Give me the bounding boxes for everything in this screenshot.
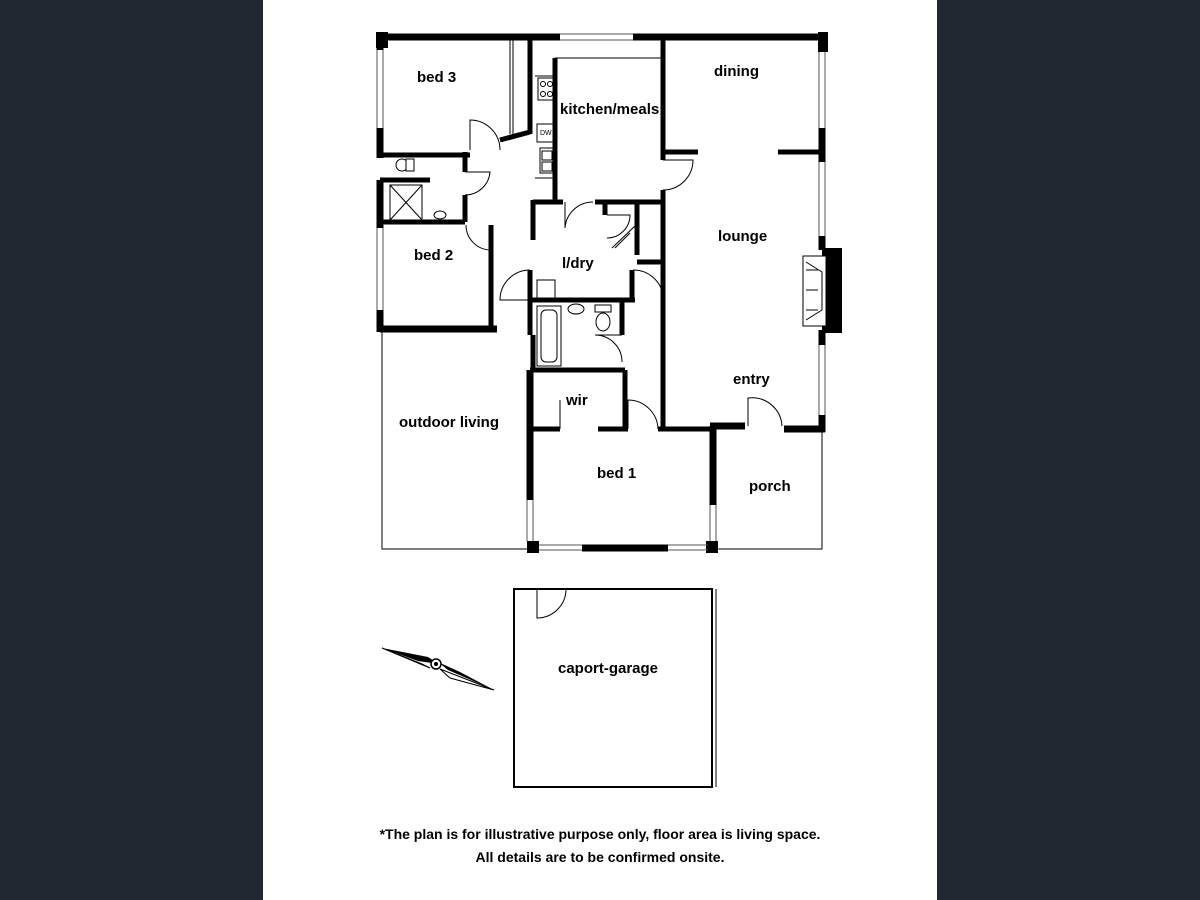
garage-outline [513,588,717,788]
room-label-bed1: bed 1 [597,465,636,482]
room-label-porch: porch [749,478,791,495]
compass-needle-icon [381,647,495,691]
floor-plan-sheet: bed 3 kitchen/meals dining bed 2 lounge … [263,0,937,900]
interior-walls [380,37,822,432]
room-labels: bed 3 kitchen/meals dining bed 2 lounge … [399,63,791,677]
room-label-bed3: bed 3 [417,69,456,86]
room-label-outdoor: outdoor living [399,414,499,431]
dishwasher-label: DW [540,130,552,137]
room-label-entry: entry [733,371,770,388]
door-swings [464,119,783,430]
room-label-lounge: lounge [718,228,767,245]
disclaimer-line-2: All details are to be confirmed onsite. [475,849,725,865]
room-label-bed2: bed 2 [414,247,453,264]
floor-plan-drawing: bed 3 kitchen/meals dining bed 2 lounge … [376,32,842,788]
room-label-laundry: l/dry [562,255,594,272]
disclaimer-line-1: *The plan is for illustrative purpose on… [379,826,821,842]
room-label-garage: caport-garage [558,660,658,677]
room-label-kitchen: kitchen/meals [560,101,659,118]
outdoor-outlines [381,332,823,550]
room-label-wir: wir [565,392,588,409]
room-label-dining: dining [714,63,759,80]
